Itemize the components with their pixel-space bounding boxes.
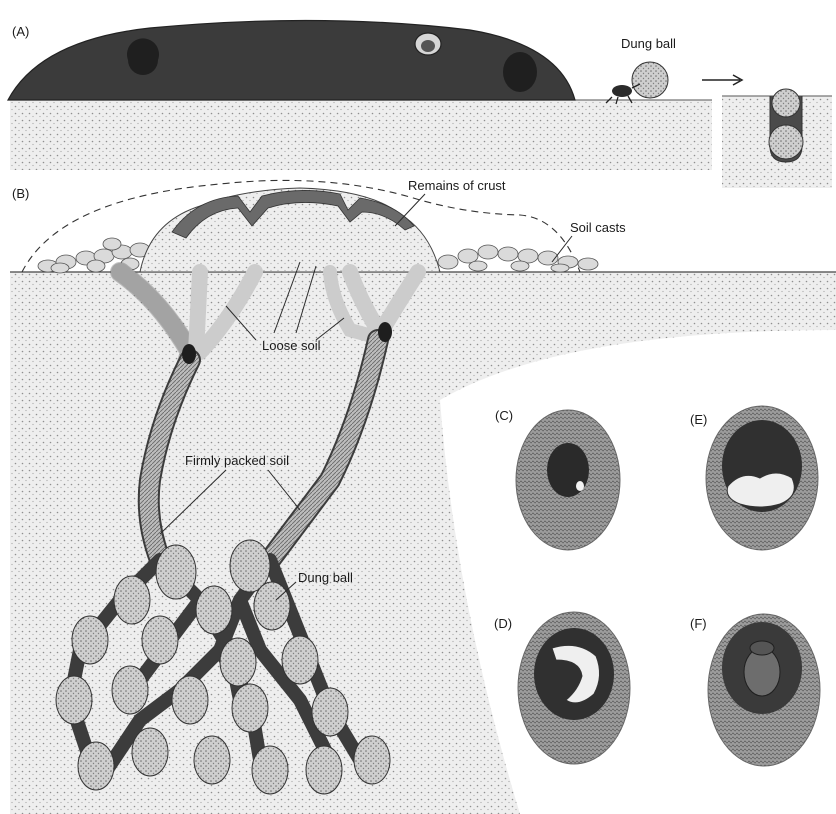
panel-a [8,20,832,188]
dung-ball [156,545,196,599]
label-soil-casts: Soil casts [570,220,626,235]
dung-ball [72,616,108,664]
label-dung-ball-tunnel: Dung ball [298,570,353,585]
arrow-icon [702,75,742,85]
dung-ball [232,684,268,732]
dung-ball [172,676,208,724]
pupa [727,473,794,507]
dung-ball [282,636,318,684]
dung-ball [252,746,288,794]
dung-ball [196,586,232,634]
brood-cell-c [516,410,620,550]
dung-pat [8,20,575,100]
panel-label-b: (B) [12,186,29,201]
dung-ball [132,728,168,776]
dung-ball [220,638,256,686]
dung-ball [194,736,230,784]
beetle-body [612,85,632,97]
beetle-on-pat [415,33,441,55]
label-remains-of-crust: Remains of crust [408,178,506,193]
soil-surface-a [10,100,712,170]
buried-dung-ball [769,125,803,159]
panel-label-d: (D) [494,616,512,631]
beetle-hole-2 [503,52,537,92]
label-firmly-packed-soil: Firmly packed soil [185,453,289,468]
dung-ball [142,616,178,664]
panel-label-f: (F) [690,616,707,631]
dung-ball-rolled [632,62,668,98]
dung-ball [56,676,92,724]
beetle-in-tunnel-left [182,344,196,364]
soil-casts-right [438,245,598,272]
label-loose-soil: Loose soil [262,338,321,353]
dung-ball [78,742,114,790]
brood-cell-e [706,406,818,550]
brood-cell-f [708,614,820,766]
dung-ball [112,666,148,714]
rolling-beetle [606,62,668,104]
dung-ball [114,576,150,624]
beetle-hole-1 [127,38,159,75]
panel-label-c: (C) [495,408,513,423]
dung-ball [254,582,290,630]
beetle-in-tunnel-right [378,322,392,342]
dung-ball [306,746,342,794]
panel-label-e: (E) [690,412,707,427]
label-dung-ball-top: Dung ball [621,36,676,51]
brood-cell-d [518,612,630,764]
burial-inset [722,89,832,188]
dung-ball [354,736,390,784]
soil-casts-left [38,238,150,273]
dung-ball [312,688,348,736]
egg [576,481,584,491]
panel-label-a: (A) [12,24,29,39]
